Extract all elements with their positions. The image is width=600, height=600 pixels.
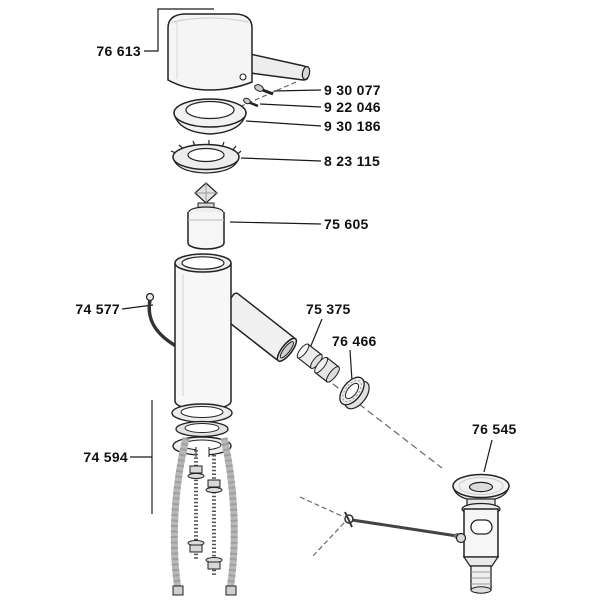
part-screw-930077-drawing [254, 84, 274, 96]
part-label-74-594: 74 594 [83, 449, 128, 465]
part-label-76-613: 76 613 [96, 43, 141, 59]
part-nut-76466-drawing [339, 376, 370, 410]
part-cartridge-75605-drawing [187, 182, 225, 250]
part-poprod-74577-drawing [145, 292, 177, 348]
part-label-76-466: 76 466 [332, 333, 377, 349]
part-mounting-74594-drawing [170, 403, 238, 596]
part-dome-930186-drawing [173, 98, 247, 135]
part-label-9-30-186: 9 30 186 [324, 118, 381, 134]
part-drain-76545-drawing [452, 473, 510, 594]
part-label-9-30-077: 9 30 077 [324, 82, 381, 98]
part-linkage-drawing [344, 511, 460, 539]
part-nut-823115-drawing [170, 139, 242, 174]
part-label-76-545: 76 545 [472, 421, 517, 437]
part-aerator-75375-drawing [296, 343, 340, 383]
part-label-8-23-115: 8 23 115 [324, 153, 381, 169]
part-handle-drawing [167, 13, 311, 91]
part-label-75-605: 75 605 [324, 216, 369, 232]
leader-lines [121, 8, 493, 514]
part-label-9-22-046: 9 22 046 [324, 99, 381, 115]
part-label-74-577: 74 577 [75, 301, 120, 317]
part-label-75-375: 75 375 [306, 301, 351, 317]
part-screw-922046-drawing [243, 97, 259, 108]
axis-lines [227, 81, 443, 558]
part-body-drawing [174, 253, 298, 411]
